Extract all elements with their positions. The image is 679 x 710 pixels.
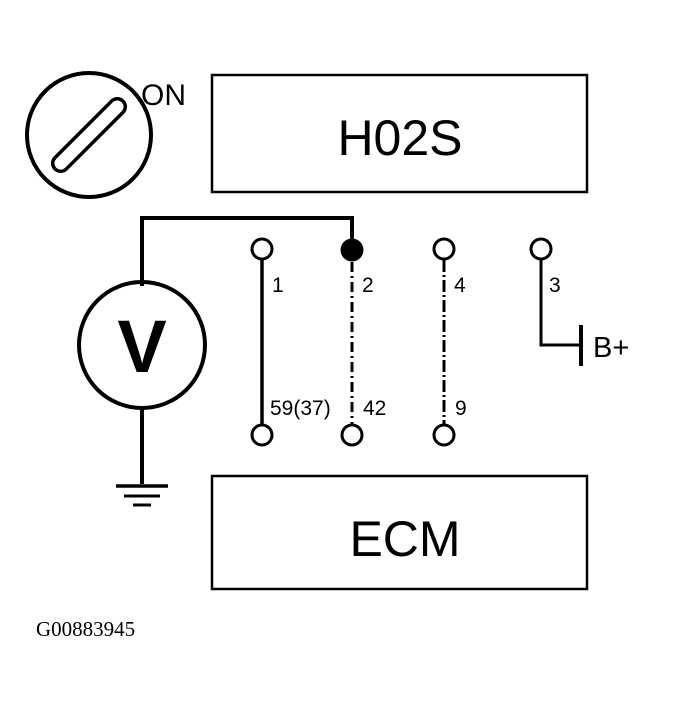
meter-positive-lead	[140, 216, 354, 286]
ecm-label: ECM	[349, 511, 460, 567]
sensor-pin-2-label: 2	[362, 274, 374, 297]
sensor-pin-4-terminal	[432, 237, 456, 261]
ecm-pin-42-terminal	[340, 423, 364, 447]
battery-label: B+	[593, 332, 629, 364]
h02s-label: H02S	[337, 110, 462, 166]
ecm-pin-59-terminal	[250, 423, 274, 447]
ground-icon	[116, 484, 168, 507]
figure-code: G00883945	[36, 617, 135, 641]
ecm-pin-59-label: 59(37)	[270, 397, 331, 420]
sensor-pin-3-terminal	[529, 237, 553, 261]
voltmeter-label: V	[117, 305, 166, 388]
ecm-pin-9-label: 9	[455, 397, 467, 420]
sensor-pin-4-label: 4	[454, 274, 466, 297]
sensor-pin-1-terminal	[250, 237, 274, 261]
ecm-box	[210, 474, 589, 591]
sensor-pin-3-label: 3	[549, 274, 561, 297]
ignition-on-label: ON	[141, 79, 186, 112]
wire-pin3-to-battery	[539, 260, 580, 347]
sensor-pin-1-label: 1	[272, 274, 284, 297]
ignition-switch-icon	[25, 71, 153, 199]
sensor-pin-2-terminal	[340, 238, 364, 262]
ecm-pin-9-terminal	[432, 423, 456, 447]
h02s-box	[210, 73, 589, 194]
ecm-pin-42-label: 42	[363, 397, 386, 420]
